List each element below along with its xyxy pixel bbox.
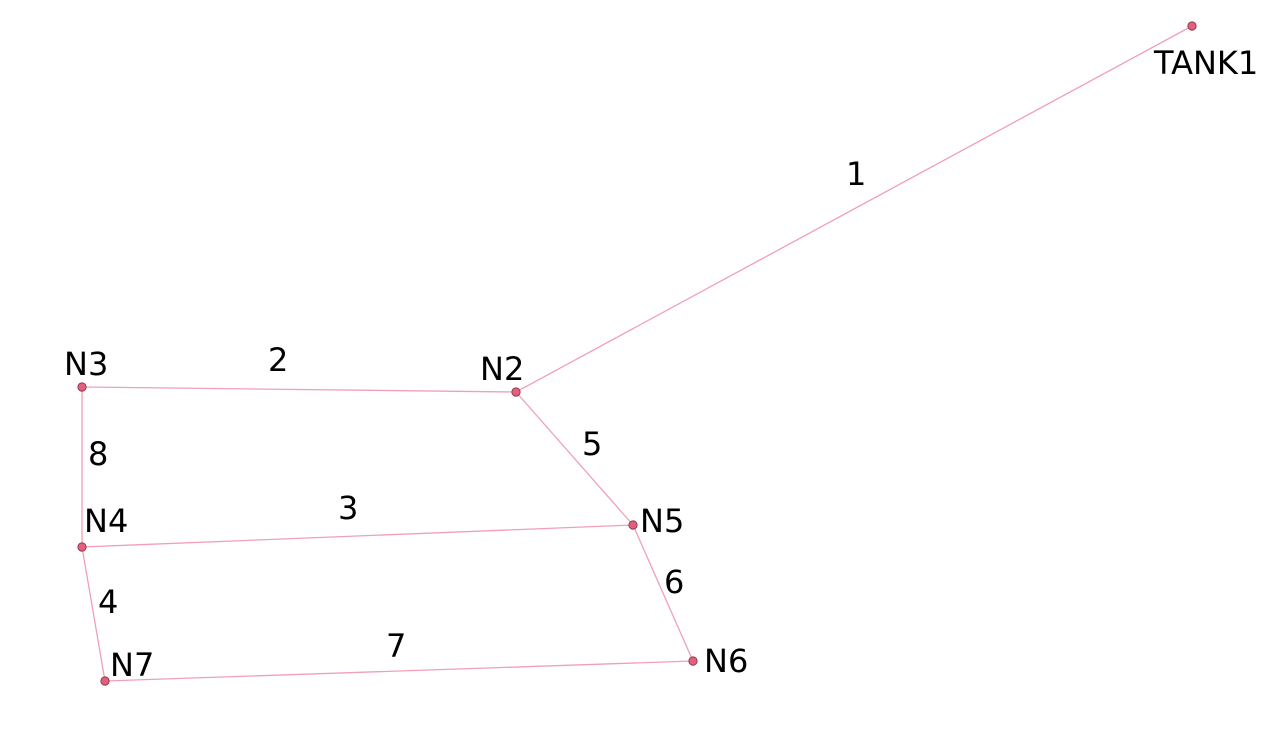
pipe-1 xyxy=(515,25,1193,393)
node-n3 xyxy=(77,382,87,392)
node-n2 xyxy=(511,387,521,397)
node-label-n5: N5 xyxy=(640,502,684,540)
node-label-n3: N3 xyxy=(64,345,108,383)
nodes-layer xyxy=(77,21,1197,686)
node-label-n7: N7 xyxy=(110,646,154,684)
pipes-layer xyxy=(81,25,1193,682)
pipe-label-6: 6 xyxy=(664,563,684,601)
pipe-7 xyxy=(104,660,694,682)
pipe-label-7: 7 xyxy=(386,627,406,665)
pipe-label-5: 5 xyxy=(582,425,602,463)
node-label-n2: N2 xyxy=(480,350,524,388)
pipe-label-3: 3 xyxy=(338,489,358,527)
pipe-3 xyxy=(81,524,634,548)
node-n5 xyxy=(628,520,638,530)
node-label-n4: N4 xyxy=(84,502,128,540)
pipe-label-2: 2 xyxy=(268,341,288,379)
pipe-6 xyxy=(632,524,694,662)
node-label-tank1: TANK1 xyxy=(1153,44,1258,82)
node-n6 xyxy=(688,656,698,666)
pipe-label-8: 8 xyxy=(88,435,108,473)
node-n4 xyxy=(77,542,87,552)
pipe-5 xyxy=(515,391,634,526)
node-tank1 xyxy=(1187,21,1197,31)
pipe-label-4: 4 xyxy=(98,583,118,621)
pipe-4 xyxy=(81,546,106,682)
pipe-2 xyxy=(81,386,517,393)
pipe-label-1: 1 xyxy=(846,155,866,193)
node-n7 xyxy=(100,676,110,686)
node-label-n6: N6 xyxy=(704,642,748,680)
